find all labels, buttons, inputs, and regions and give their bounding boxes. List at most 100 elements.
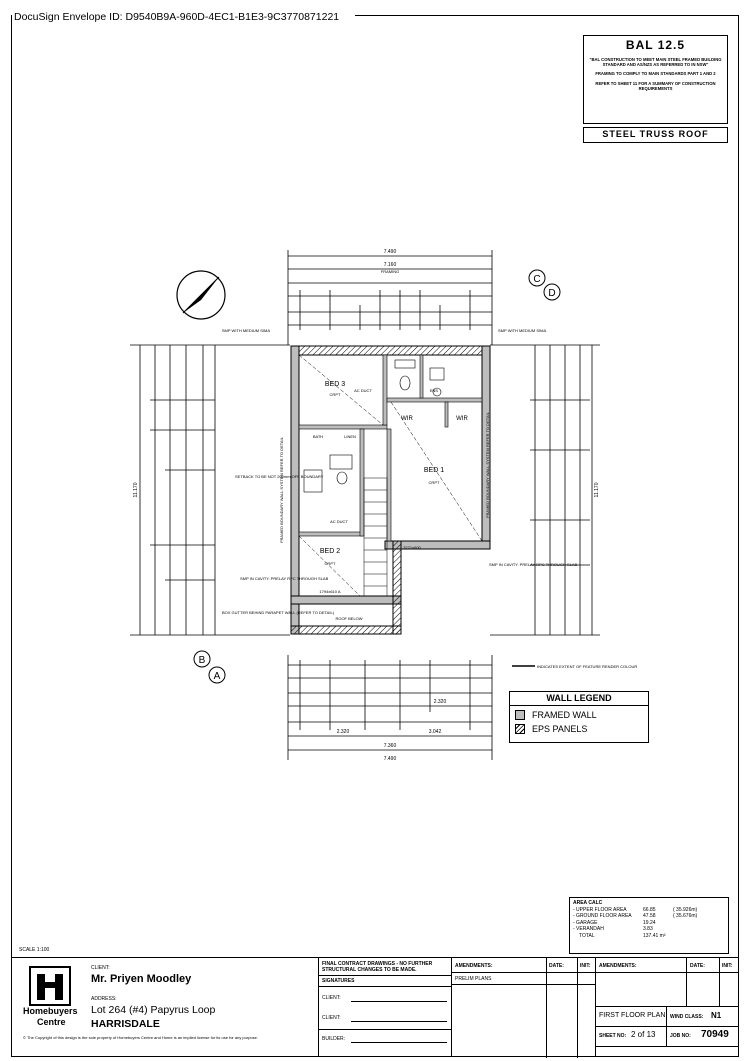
amendments-heading-2: AMENDMENTS: xyxy=(599,963,637,969)
client-label: CLIENT: xyxy=(91,965,110,971)
date-heading-2: DATE: xyxy=(690,963,705,969)
note-window-1: 1794x610 A xyxy=(319,589,340,594)
right-dimensions xyxy=(490,344,600,636)
area-value-verandah: 3.83 xyxy=(643,926,653,933)
note-smp-cavity-right: SMP IN CAVITY. PRELAY RPC THROUGH SLAB xyxy=(489,562,578,567)
top-dimensions xyxy=(287,250,493,345)
area-value-garage: 19.24 xyxy=(643,919,656,926)
bal-line-3: REFER TO SHEET 11 FOR A SUMMARY OF CONST… xyxy=(595,80,716,91)
client-name: Mr. Priyen Moodley xyxy=(91,973,192,985)
room-linen: LINEN xyxy=(344,434,356,439)
sig-client-2-label: CLIENT: xyxy=(322,1015,341,1021)
company-name-2: Centre xyxy=(37,1017,66,1027)
docusign-envelope-id: DocuSign Envelope ID: D9540B9A-960D-4EC1… xyxy=(14,11,340,23)
room-bed1-carpet: CRPT xyxy=(429,480,440,485)
room-bed3-carpet: CRPT xyxy=(330,392,341,397)
divider xyxy=(318,958,319,1057)
divider xyxy=(666,1006,667,1046)
room-bed2-carpet: CRPT xyxy=(325,561,336,566)
divider xyxy=(546,958,547,1058)
legend-framed-label: FRAMED WALL xyxy=(532,710,597,720)
marker-d: D xyxy=(548,288,555,299)
divider xyxy=(719,958,720,1006)
sig-client-1-line xyxy=(351,1001,447,1002)
roof-type-box: STEEL TRUSS ROOF xyxy=(583,127,728,143)
sheet-no-value: 2 of 13 xyxy=(631,1030,656,1039)
signatures-heading: SIGNATURES xyxy=(322,978,355,984)
address-line-2: HARRISDALE xyxy=(91,1018,160,1030)
bal-title: BAL 12.5 xyxy=(625,38,686,52)
job-no-value: 70949 xyxy=(701,1029,729,1040)
divider xyxy=(577,958,578,1058)
sig-builder-line xyxy=(351,1042,447,1043)
note-smp-cavity-left: SMP IN CAVITY. PRELAY RPC THROUGH SLAB xyxy=(240,576,329,581)
copyright-note: © The Copyright of this design is the so… xyxy=(23,1035,258,1040)
area-calc-title: AREA CALC xyxy=(573,900,603,906)
sig-builder-label: BUILDER: xyxy=(322,1036,346,1042)
stair-treads xyxy=(363,477,388,597)
divider xyxy=(595,1026,739,1027)
room-bath: BATH xyxy=(313,434,323,439)
divider xyxy=(318,986,451,987)
wind-class-value: N1 xyxy=(711,1011,722,1020)
ac-duct-1: AC DUCT xyxy=(354,388,372,393)
sheet-no-label: SHEET NO: xyxy=(599,1033,627,1039)
divider xyxy=(686,958,687,1006)
bottom-dimensions xyxy=(287,655,493,760)
drawing-frame xyxy=(11,15,739,1057)
area-label-upper: - UPPER FLOOR AREA xyxy=(573,906,627,913)
divider xyxy=(595,958,596,1057)
note-smp-right: SMP WITH MEDIUM SIMA xyxy=(498,328,546,333)
note-boundary-wall-left: FRAMED BOUNDARY WALL SYSTEM REFER TO DET… xyxy=(279,436,284,543)
elevation-marker-b-a: B A xyxy=(193,650,226,684)
homebuyers-logo-icon xyxy=(29,966,71,1006)
sig-client-2-line xyxy=(351,1021,447,1022)
divider xyxy=(595,1046,739,1047)
note-window-2: 3221x600 xyxy=(403,545,421,550)
dim-overall-bottom-2: 7.360 xyxy=(384,743,397,749)
divider xyxy=(451,984,595,985)
note-boundary-wall-right: FRAMED BOUNDARY WALL SYSTEM REFER TO DET… xyxy=(485,411,490,518)
init-heading-1: INIT: xyxy=(580,963,591,969)
divider xyxy=(318,1029,451,1030)
dim-overall-top-2: 7.160 xyxy=(384,262,397,268)
wall-legend-title: WALL LEGEND xyxy=(510,692,648,706)
legend-row-framed: FRAMED WALL xyxy=(515,710,648,720)
note-feature-render: INDICATES EXTENT OF FEATURE RENDER COLOU… xyxy=(537,664,637,669)
sig-client-1-label: CLIENT: xyxy=(322,995,341,1001)
bathroom-fixtures xyxy=(303,359,445,493)
dim-bottom-a: 2.320 xyxy=(337,729,350,735)
amendments-heading-1: AMENDMENTS: xyxy=(455,963,493,969)
frame-top-line xyxy=(355,15,739,16)
area-row: - UPPER FLOOR AREA 66.85 ( 35.926m) xyxy=(573,907,725,914)
note-smp-left: SMP WITH MEDIUM SIMA xyxy=(222,328,270,333)
address-line-1: Lot 264 (#4) Papyrus Loop xyxy=(91,1004,216,1016)
area-label-ground: - GROUND FLOOR AREA xyxy=(573,913,632,920)
area-extra-ground: ( 35.676m) xyxy=(673,913,698,920)
room-ensuite: ENS xyxy=(430,388,439,393)
amendment-prelim: PRELIM PLANS xyxy=(455,976,492,982)
room-bed3: BED 3 xyxy=(325,381,345,388)
area-value-upper: 66.85 xyxy=(643,906,656,913)
final-contract-note: FINAL CONTRACT DRAWINGS - NO FURTHER STR… xyxy=(322,961,433,973)
init-heading-2: INIT: xyxy=(722,963,733,969)
ac-duct-2: AC DUCT xyxy=(330,519,348,524)
eps-panel-swatch xyxy=(515,724,525,734)
dim-framing-top: FRAMING xyxy=(381,269,399,274)
divider xyxy=(451,972,595,973)
note-roof-below: ROOF BELOW xyxy=(335,616,362,621)
bal-line-2: FRAMING TO COMPLY TO MAIN STANDARDS PART… xyxy=(595,71,716,77)
legend-row-eps: EPS PANELS xyxy=(515,724,648,734)
room-bed2: BED 2 xyxy=(320,548,340,555)
void-cross-lines xyxy=(298,354,483,597)
note-setback: SETBACK TO BE NOT 200mm OFF BOUNDARY xyxy=(235,474,324,479)
area-calc-box: AREA CALC - UPPER FLOOR AREA 66.85 ( 35.92… xyxy=(569,897,729,954)
area-extra-upper: ( 35.926m) xyxy=(673,906,698,913)
company-name-1: Homebuyers xyxy=(23,1006,78,1016)
sheet-title: FIRST FLOOR PLAN xyxy=(599,1012,666,1019)
divider xyxy=(595,972,739,973)
